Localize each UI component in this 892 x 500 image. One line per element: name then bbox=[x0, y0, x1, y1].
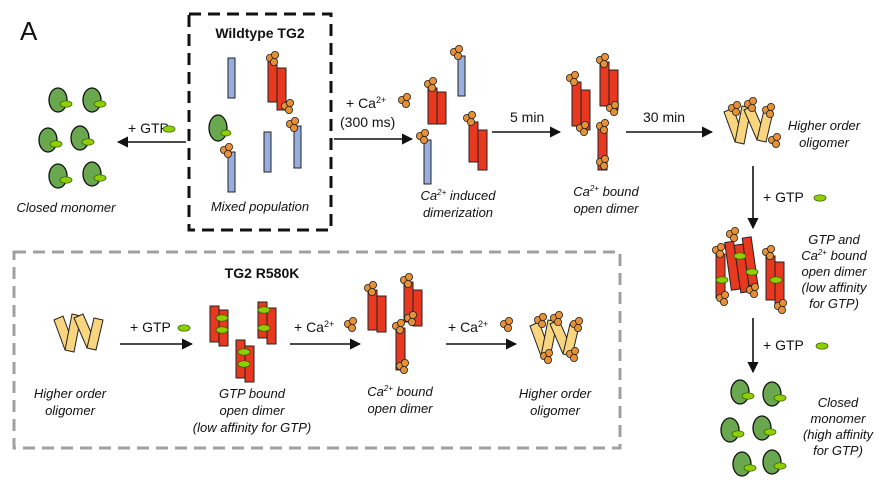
higher-order-oligomer-bottom-left bbox=[53, 313, 104, 353]
dimerization-label-2: dimerization bbox=[423, 205, 493, 220]
gtp-dimer-label-2: open dimer bbox=[219, 403, 285, 418]
arrow-ca-bottom-2-label: + Ca2+ bbox=[448, 319, 488, 335]
gtp-ca-dimer-label-2: Ca2+ bound bbox=[801, 248, 867, 263]
gtp-ca-dimer-label-1: GTP and bbox=[808, 232, 860, 247]
ca-bound-dimer-shapes bbox=[566, 53, 619, 171]
arrow-gtp-left-label: + GTP bbox=[128, 120, 169, 136]
mixed-population-shapes bbox=[208, 51, 302, 193]
r580k-box bbox=[12, 250, 622, 450]
arrow-ca-time: (300 ms) bbox=[340, 114, 395, 130]
closed-monomer-group-top bbox=[38, 87, 107, 189]
higher-order-bl-label-1: Higher order bbox=[34, 386, 107, 401]
higher-order-top-label-2: oligomer bbox=[799, 135, 850, 150]
bound-dimer-label-2: open dimer bbox=[573, 201, 639, 216]
higher-order-br-label-2: oligomer bbox=[530, 403, 581, 418]
arrow-30-min-label: 30 min bbox=[643, 109, 685, 125]
ca-dimer-bottom-label-2: open dimer bbox=[367, 401, 433, 416]
arrow-gtp-bottom-label: + GTP bbox=[130, 319, 171, 335]
arrow-gtp-down-2-label: + GTP bbox=[763, 337, 804, 353]
closed-monomer-right-label-1: Closed bbox=[818, 395, 859, 410]
arrow-ca-bottom-1-label: + Ca2+ bbox=[294, 319, 334, 335]
ca-dimer-bottom-label-1: Ca2+ bound bbox=[367, 384, 433, 399]
r580k-title: TG2 R580K bbox=[225, 265, 300, 281]
gtp-bound-dimer-shapes bbox=[209, 301, 277, 383]
gtp-ca-dimer-shapes bbox=[712, 226, 787, 315]
closed-monomer-right-label-4: for GTP) bbox=[813, 443, 863, 458]
arrow-gtp-down-1-label: + GTP bbox=[763, 189, 804, 205]
gtp-icon bbox=[813, 194, 827, 202]
panel-letter: A bbox=[20, 16, 38, 46]
closed-monomer-label: Closed monomer bbox=[17, 200, 117, 215]
gtp-icon bbox=[815, 342, 829, 350]
gtp-dimer-label-1: GTP bound bbox=[219, 386, 286, 401]
higher-order-oligomer-top bbox=[723, 97, 781, 149]
closed-monomer-group-right bbox=[720, 379, 787, 477]
ca-bound-dimer-bottom-shapes bbox=[363, 272, 423, 375]
higher-order-top-label-1: Higher order bbox=[788, 118, 861, 133]
gtp-icon bbox=[177, 324, 191, 332]
closed-monomer-right-label-2: monomer bbox=[811, 411, 867, 426]
gtp-ca-dimer-label-3: open dimer bbox=[801, 264, 867, 279]
gtp-ca-dimer-label-4: (low affinity bbox=[801, 280, 868, 295]
arrow-5-min-label: 5 min bbox=[510, 109, 544, 125]
gtp-icon bbox=[162, 125, 176, 133]
mixed-population-label: Mixed population bbox=[211, 199, 309, 214]
gtp-ca-dimer-label-5: for GTP) bbox=[809, 296, 859, 311]
higher-order-br-label-1: Higher order bbox=[519, 386, 592, 401]
arrow-ca-label: + Ca2+ bbox=[346, 95, 386, 111]
higher-order-bl-label-2: oligomer bbox=[45, 403, 96, 418]
closed-monomer-right-label-3: (high affinity bbox=[803, 427, 875, 442]
dimerization-label-1: Ca2+ induced bbox=[421, 188, 497, 203]
wildtype-box bbox=[187, 12, 333, 232]
bound-dimer-label-1: Ca2+ bound bbox=[573, 184, 639, 199]
gtp-dimer-label-3: (low affinity for GTP) bbox=[193, 420, 311, 435]
wildtype-title: Wildtype TG2 bbox=[215, 25, 305, 41]
ca-induced-dimer-shapes bbox=[415, 45, 488, 185]
higher-order-oligomer-bottom-right bbox=[529, 310, 583, 365]
